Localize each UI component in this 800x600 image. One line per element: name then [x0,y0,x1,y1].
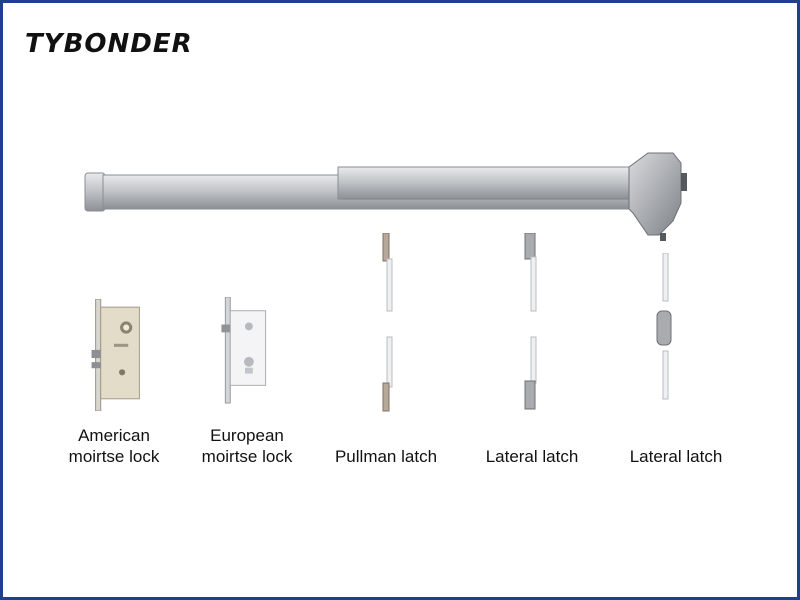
caption-line: European [210,426,284,445]
caption-line: moirtse lock [201,447,293,466]
european-mortise-lock-image [221,297,267,404]
caption-american-mortise-lock: American moirtse lock [49,425,179,467]
brand-logo: TYBONDER [25,29,193,59]
caption-lateral-latch: Lateral latch [467,446,597,467]
american-mortise-lock-image [91,299,140,411]
caption-pullman-latch: Pullman latch [321,446,451,467]
caption-line: Lateral latch [629,447,723,466]
caption-european-mortise-lock: European moirtse lock [179,425,315,467]
caption-line: moirtse lock [68,447,160,466]
pullman-latch-image [382,233,393,412]
lateral-latch-image [524,233,537,410]
caption-line: Pullman latch [334,447,438,466]
lateral-latch-image-2 [656,253,672,400]
caption-line: Lateral latch [485,447,579,466]
panic-exit-bar-image [84,152,687,241]
caption-lateral-latch-2: Lateral latch [611,446,741,467]
caption-line: American [78,426,150,445]
